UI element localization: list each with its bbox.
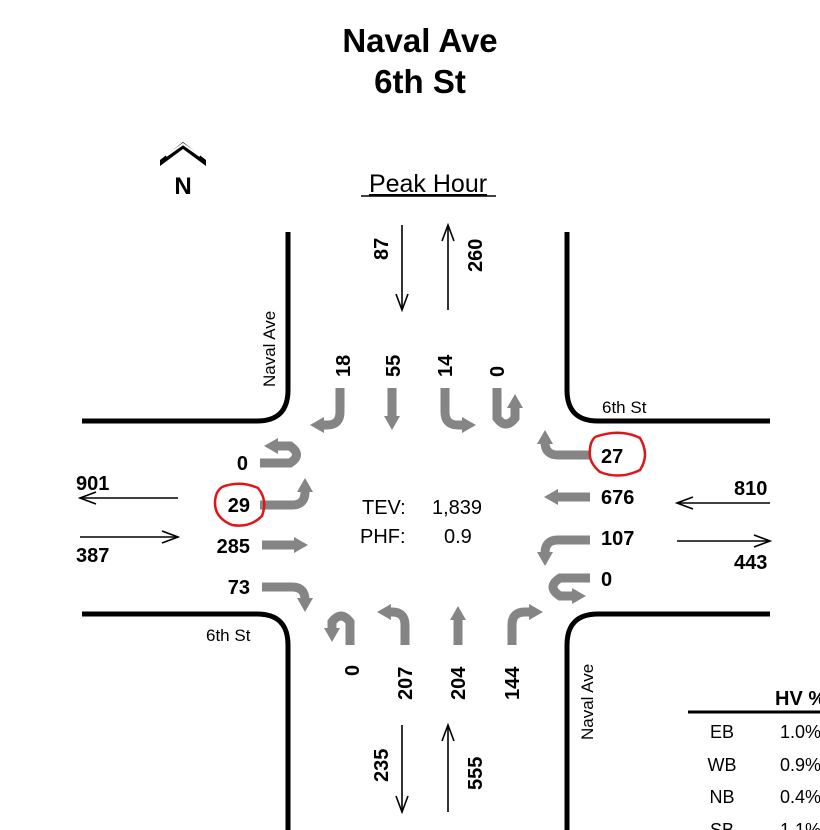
sb-right-arrow-icon xyxy=(310,388,345,433)
street-label-nw: Naval Ave xyxy=(260,311,279,387)
hv-row-value: 0.4% xyxy=(780,787,820,807)
road-curb-nw xyxy=(82,232,291,424)
north-arrow-icon xyxy=(160,142,206,166)
south-out-total: 235 xyxy=(371,749,393,782)
phf-value: 0.9 xyxy=(444,526,472,548)
hv-row-value: 1.1% xyxy=(780,820,820,830)
highlight-circle-wb-right xyxy=(588,431,647,477)
east-in-total: 810 xyxy=(734,478,767,500)
nb-right-count: 144 xyxy=(502,666,524,700)
eb-uturn-arrow-icon xyxy=(260,438,301,468)
wb-left-arrow-icon xyxy=(537,535,590,566)
east-out-total: 443 xyxy=(734,552,767,574)
eb-left-arrow-icon xyxy=(260,478,313,510)
eb-right-arrow-icon xyxy=(262,582,313,612)
nb-left-count: 207 xyxy=(395,667,417,700)
sb-uturn-count: 0 xyxy=(487,366,509,377)
wb-left-count: 107 xyxy=(601,528,634,550)
wb-right-arrow-icon xyxy=(537,430,590,460)
title-street-1: Naval Ave xyxy=(342,22,497,59)
title-street-2: 6th St xyxy=(374,63,466,100)
phf-label: PHF: xyxy=(360,526,406,548)
eb-through-count: 285 xyxy=(217,536,250,558)
hv-row-value: 1.0% xyxy=(780,722,820,742)
eb-left-count: 29 xyxy=(228,495,250,517)
nb-right-arrow-icon xyxy=(507,604,543,645)
nb-uturn-arrow-icon xyxy=(324,611,355,645)
tev-value: 1,839 xyxy=(432,497,482,519)
nb-left-arrow-icon xyxy=(377,604,410,645)
highlight-circle-eb-left xyxy=(213,482,266,527)
hv-row-dir: SB xyxy=(710,820,734,830)
road-curb-sw xyxy=(82,611,291,830)
hv-table-header: HV % xyxy=(775,688,820,710)
eb-uturn-count: 0 xyxy=(237,453,248,475)
street-label-se: Naval Ave xyxy=(578,664,597,740)
road-curb-ne xyxy=(564,232,770,424)
wb-through-count: 676 xyxy=(601,487,634,509)
street-label-ne: 6th St xyxy=(602,398,647,417)
road-curb-se xyxy=(564,611,770,830)
sb-left-arrow-icon xyxy=(440,388,476,433)
nb-uturn-count: 0 xyxy=(342,665,364,676)
tev-label: TEV: xyxy=(362,497,406,519)
west-out-total: 901 xyxy=(76,473,109,495)
north-in-total: 87 xyxy=(371,238,393,260)
wb-uturn-count: 0 xyxy=(601,569,612,591)
wb-uturn-arrow-icon xyxy=(548,573,590,604)
hv-table: HV % EB 1.0% WB 0.9% NB 0.4% SB 1.1% xyxy=(688,688,820,830)
hv-row-dir: WB xyxy=(708,755,737,775)
wb-right-count: 27 xyxy=(601,446,623,468)
sb-uturn-arrow-icon xyxy=(492,388,523,429)
west-in-total: 387 xyxy=(76,545,109,567)
approach-arrows xyxy=(80,225,770,812)
hv-row-value: 0.9% xyxy=(780,755,820,775)
north-out-total: 260 xyxy=(465,239,487,272)
nb-through-count: 204 xyxy=(448,666,470,700)
period-label: Peak Hour xyxy=(369,170,487,198)
movement-arrows xyxy=(260,388,590,645)
hv-row-dir: EB xyxy=(710,722,734,742)
hv-row-dir: NB xyxy=(709,787,734,807)
sb-left-count: 14 xyxy=(435,354,457,377)
sb-through-count: 55 xyxy=(383,355,405,377)
north-label: N xyxy=(174,173,191,200)
sb-right-count: 18 xyxy=(333,355,355,377)
south-in-total: 555 xyxy=(465,757,487,790)
eb-right-count: 73 xyxy=(228,577,250,599)
street-label-sw: 6th St xyxy=(206,626,251,645)
